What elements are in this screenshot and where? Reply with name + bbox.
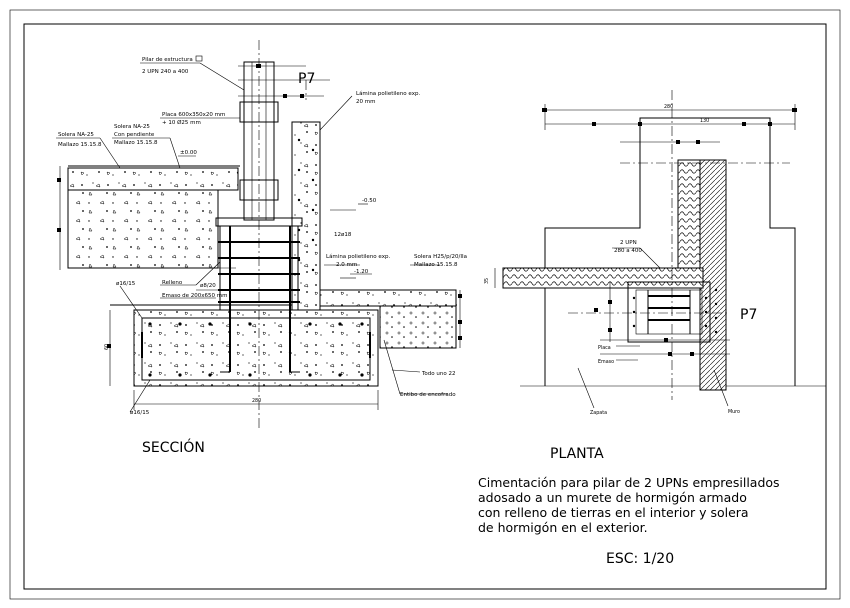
inner-frame [23,23,827,590]
label-lamina-top-2: 20 mm [356,99,375,105]
label-lamina-mid: Lámina polietileno exp. [326,253,390,260]
outer-frame [9,9,841,600]
label-level-000: ±0.00 [180,150,197,156]
plan-pillar-tag: P7 [740,307,757,323]
label-mallazo-mid: Mallazo 15.15.8 [114,140,158,146]
label-lamina-top: Lámina polietileno exp. [356,90,420,97]
plan-pillar [627,281,718,343]
label-level-050: -0.50 [362,198,377,204]
label-level-120: -1.20 [354,269,369,275]
footing-rebar [141,317,371,381]
label-mallazo-right: Mallazo 15.15.8 [414,262,458,268]
label-solera-right: Solera H25/p/20/IIa [414,254,467,260]
plan-title: PLANTA [550,446,604,462]
label-placa-2: + 10 Ø25 mm [162,119,201,126]
label-relleno: Relleno [162,280,183,286]
plan-wall [699,159,727,391]
label-bar-8: ø8/20 [200,283,216,289]
plan-slab-insulation [502,267,704,289]
description-line: con relleno de tierras en el interior y … [478,505,749,520]
section-drawing: Pilar de estructura 2 UPN 240 a 400 P7 L… [56,40,467,456]
label-emaso: Emaso de 200x650 mm [162,293,228,299]
plan-label-muro: Muro [728,409,740,415]
plan-label-zapata: Zapata [590,410,607,416]
label-dim-bottom: 280 [252,398,261,404]
label-solera-mid: Solera NA-25 [114,124,150,130]
label-upn: 2 UPN 240 a 400 [142,69,189,75]
section-dimensions [57,64,462,410]
label-bar-12: 12ø18 [334,232,352,238]
label-encofrado: Entibo de encofrado [400,392,456,398]
plan-insulation [677,159,701,271]
label-dim-vertical: 60 [104,344,110,350]
slab-left [67,167,239,191]
plan-footing-outline [544,117,796,386]
label-mallazo-left: Mallazo 15.15.8 [58,142,102,148]
label-con-pendiente: Con pendiente [114,132,155,138]
scale-label: ESC: 1/20 [606,551,674,567]
plan-dimensions [494,104,797,356]
description-line: de hormigón en el exterior. [478,520,648,535]
plan-drawing: 280 130 2 UPN 280 a 400 Placa Emaso Zapa… [484,90,826,462]
description-block: Cimentación para pilar de 2 UPNs empresi… [478,475,780,567]
footing-concrete [133,309,379,387]
label-solera-left: Solera NA-25 [58,132,94,138]
section-title: SECCIÓN [142,438,205,456]
plan-label-emaso: Emaso [598,359,614,365]
plan-label-placa: Placa [598,345,611,351]
plan-label-upn: 2 UPN [620,240,637,246]
retaining-wall [291,121,321,311]
plan-label-dim-total: 280 [664,104,673,110]
section-leaders [56,62,448,413]
label-bar-16-top: ø16/15 [116,281,136,287]
plan-label-dim-part: 130 [700,118,709,124]
gravel-right [379,305,457,349]
section-pillar-tag: P7 [298,71,315,87]
fill-soil-left [67,189,219,269]
label-bar-16-bottom: ø16/15 [130,410,150,416]
slab-right [317,289,457,307]
plan-label-dim-side: 35 [484,278,490,284]
label-pilar-estructura: Pilar de estructura [142,57,193,63]
label-lamina-mid-2: 2.0 mm [336,262,357,268]
description-line: Cimentación para pilar de 2 UPNs empresi… [478,475,780,490]
description-line: adosado a un murete de hormigón armado [478,490,747,505]
plan-label-upn-2: 280 a 400 [614,248,642,254]
label-todo-uno: Todo uno 22 [421,371,455,377]
label-placa: Placa 600x350x20 mm [162,112,225,118]
